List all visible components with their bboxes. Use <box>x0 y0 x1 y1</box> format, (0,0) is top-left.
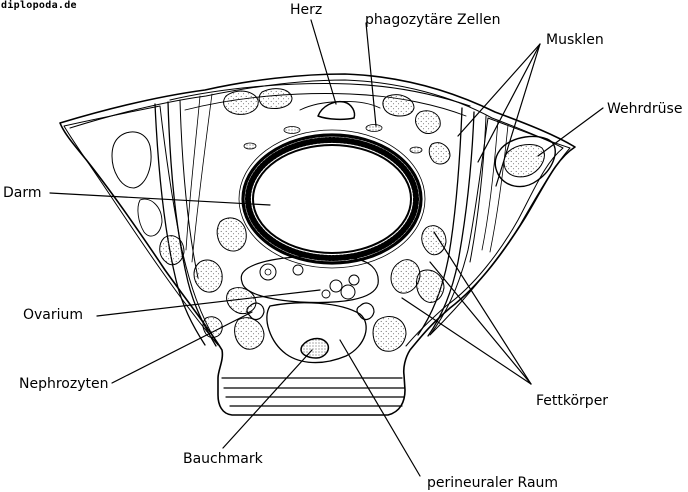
label-fettkoerper: Fettkörper <box>536 393 609 409</box>
leader-musklen-3 <box>495 43 541 187</box>
leader-bauchmark <box>222 349 313 449</box>
heart-wall <box>299 101 381 111</box>
body-outline <box>59 73 576 416</box>
ovary-egg-1-nucleus <box>264 268 272 276</box>
fat-body-lobe-12 <box>234 317 265 350</box>
watermark: diplopoda.de <box>1 0 77 11</box>
fat-body-lobe-9 <box>390 259 421 294</box>
intestine-wall <box>245 137 419 261</box>
leader-musklen-1 <box>457 43 541 137</box>
fat-body-lobe-8 <box>421 225 447 256</box>
intestine-outer <box>241 133 423 265</box>
label-ovarium: Ovarium <box>23 307 84 323</box>
fat-body-lobe-11 <box>372 316 407 352</box>
label-wehrdruese: Wehrdrüse <box>607 101 683 117</box>
muscle-band-right-4 <box>481 119 509 253</box>
leader-fettkoerper-1 <box>401 297 532 385</box>
muscle-band-left-2 <box>167 101 217 347</box>
fat-body-lobe-15 <box>428 142 451 165</box>
phagocyte-cell-4 <box>243 142 257 150</box>
ovary-egg-4 <box>340 284 356 300</box>
leader-musklen-2 <box>477 43 541 163</box>
leader-fettkoerper-3 <box>433 231 532 385</box>
leader-fettkoerper-2 <box>429 261 532 385</box>
intestine-inner <box>252 144 412 254</box>
fat-body-lobe-5 <box>216 217 247 252</box>
label-nephrozyten: Nephrozyten <box>19 376 109 392</box>
leader-phagozytaere-zellen <box>365 22 377 127</box>
label-herz: Herz <box>290 2 323 18</box>
ovary-egg-5 <box>348 274 360 286</box>
left-vacuole-2 <box>137 198 163 237</box>
fat-body-lobe-6 <box>193 259 223 293</box>
label-musklen: Musklen <box>546 32 604 48</box>
intestine-lining <box>238 129 426 269</box>
fat-body-lobe-2 <box>258 88 293 109</box>
label-darm: Darm <box>3 185 42 201</box>
muscle-band-right-2 <box>427 111 475 337</box>
leader-ovarium <box>96 289 321 317</box>
fat-body-lobe-4 <box>415 110 441 134</box>
dorsal-layer <box>169 82 471 107</box>
leader-perineuraler-raum <box>339 339 421 477</box>
fat-body-lobe-3 <box>382 94 415 117</box>
label-bauchmark: Bauchmark <box>183 451 263 467</box>
ventral-plate <box>221 377 405 407</box>
heart-organ <box>317 100 356 121</box>
muscle-band-right-3 <box>469 115 487 263</box>
label-perineuraler-raum: perineuraler Raum <box>427 475 559 491</box>
perineural-space <box>266 302 367 364</box>
body-inner-outline <box>69 79 564 347</box>
ovary-egg-1 <box>259 263 277 281</box>
phagocyte-cell-2 <box>283 126 301 134</box>
muscle-band-left-3 <box>179 99 199 279</box>
defense-gland-inner <box>503 144 545 178</box>
fat-body-lobe-13 <box>202 316 223 338</box>
leader-herz <box>310 19 337 105</box>
ovary-egg-6 <box>321 289 331 299</box>
nephrocyte-cluster-right <box>356 302 375 321</box>
fat-body-lobe-14 <box>159 235 185 266</box>
muscle-band-left-4 <box>185 93 213 263</box>
nephrocyte-cluster-left <box>246 302 265 321</box>
ovary <box>240 255 379 304</box>
fat-body-lobe-1 <box>223 90 259 115</box>
leader-wehrdruese <box>537 107 604 157</box>
left-vacuole-1 <box>111 131 152 189</box>
label-phagozytaere-zellen: phagozytäre Zellen <box>365 12 501 28</box>
fat-body-lobe-10 <box>416 269 445 303</box>
phagocyte-cell-3 <box>409 146 423 154</box>
ovary-egg-3 <box>329 279 343 293</box>
leader-darm <box>49 192 271 206</box>
ovary-egg-2 <box>292 264 304 276</box>
ventral-nerve-cord <box>300 337 330 359</box>
left-lateral-chamber <box>63 105 219 346</box>
defense-gland <box>494 135 556 188</box>
leader-nephrozyten <box>111 311 253 384</box>
right-lateral-chamber <box>429 117 571 336</box>
phagocyte-cell-1 <box>365 124 383 132</box>
